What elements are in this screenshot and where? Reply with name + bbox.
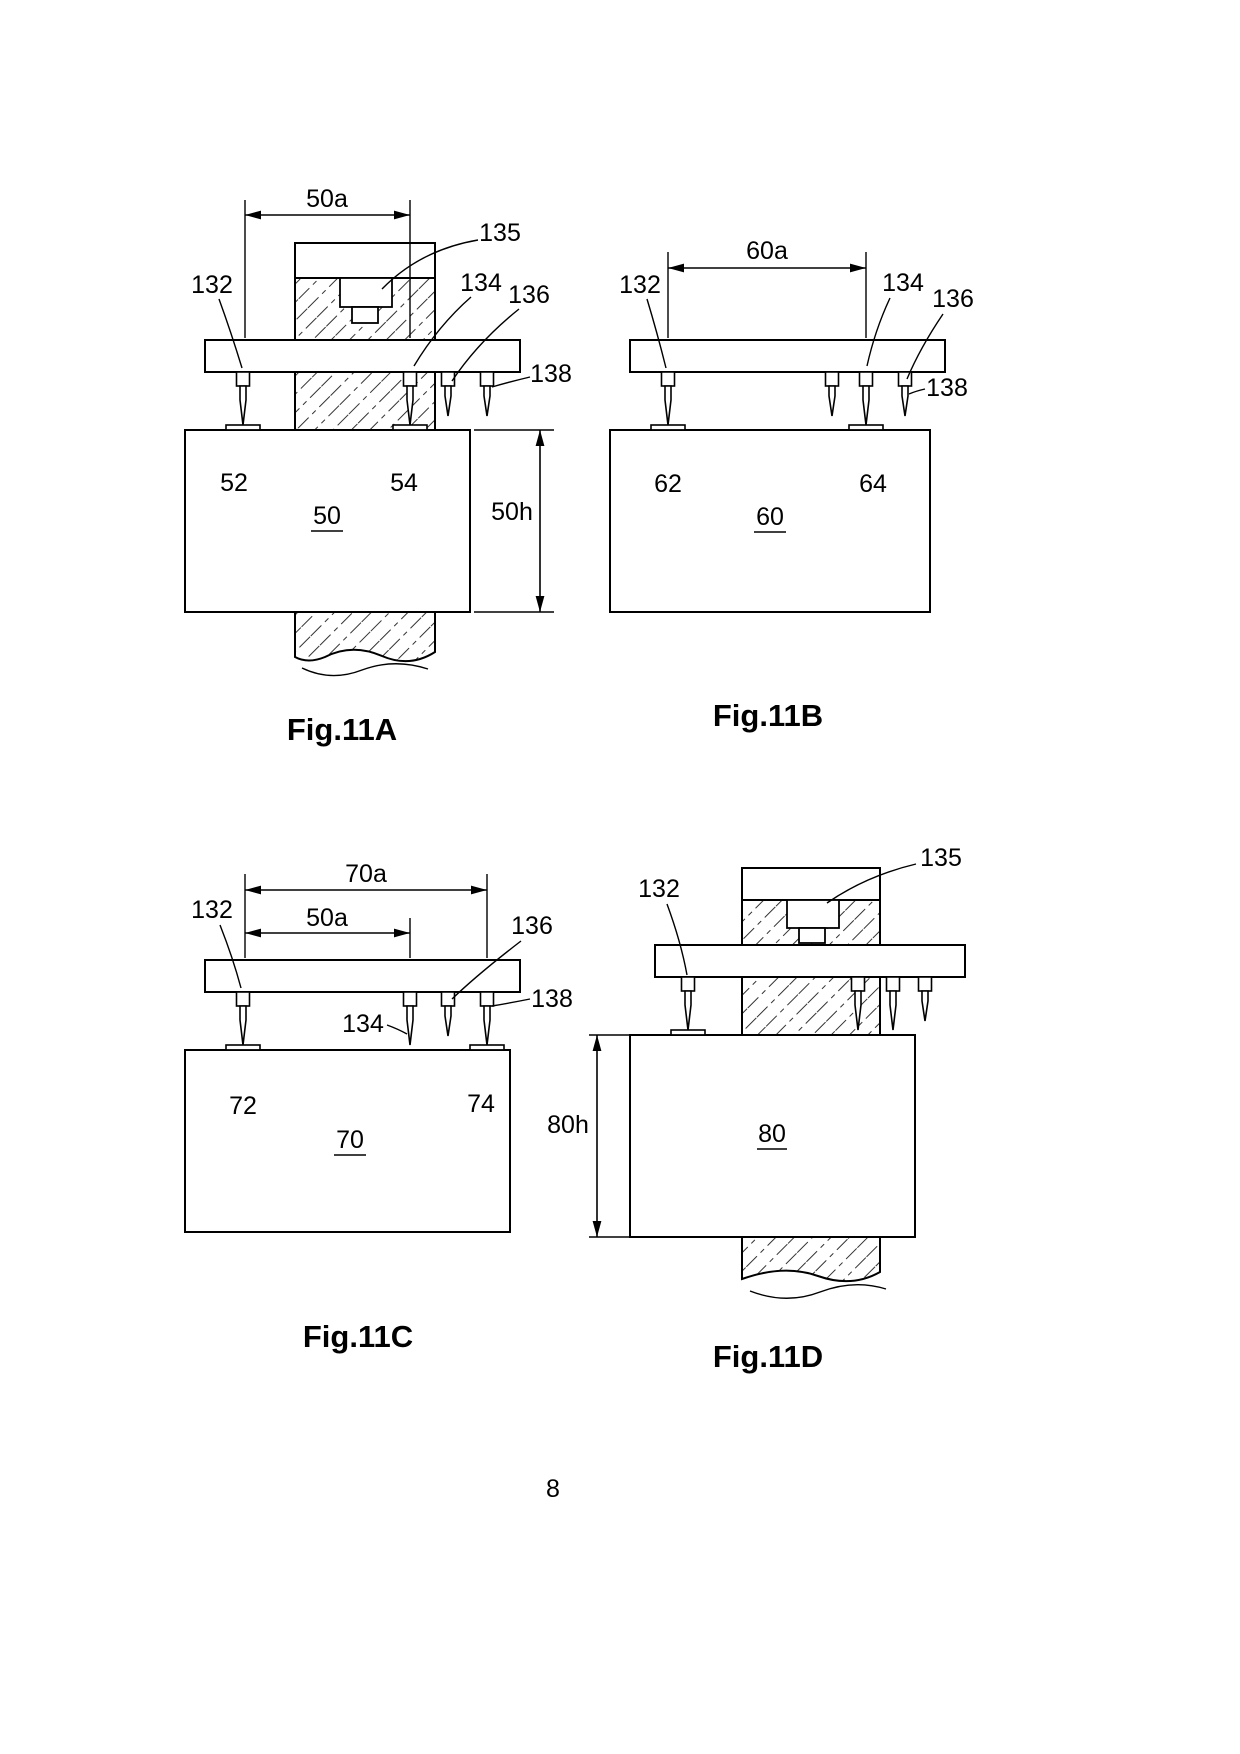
leader-line-132	[646, 298, 667, 369]
dimension-50a: 50a	[244, 185, 411, 338]
workpiece-block	[184, 1049, 511, 1233]
needle-pad-52	[221, 424, 265, 431]
ref-label-138: 138	[530, 360, 572, 388]
leader-line-138	[491, 998, 531, 1007]
leader-line-136	[451, 940, 522, 1000]
leader-line-136	[451, 308, 520, 382]
punch-head	[339, 277, 393, 308]
ref-label-132: 132	[191, 896, 233, 924]
ref-label-136: 136	[511, 912, 553, 940]
workpiece-block	[609, 429, 931, 613]
needle-holder-bar	[204, 339, 521, 373]
needle-138	[479, 371, 495, 417]
needle-holder-bar	[654, 944, 966, 978]
needle-132	[235, 371, 251, 426]
punch-head	[786, 899, 840, 929]
dimension-60a: 60a	[667, 237, 867, 338]
block-label-60: 60	[756, 503, 784, 531]
figure-11c: 70a 50a 132 136 138 134 72 74 70 Fig.11C	[184, 860, 573, 1354]
block-label-70: 70	[336, 1126, 364, 1154]
ref-label-134: 134	[460, 269, 502, 297]
column-top-cap	[741, 867, 881, 901]
leader-line-134	[866, 297, 891, 367]
needle-pad-64	[844, 424, 888, 431]
ref-label-64: 64	[859, 470, 887, 498]
block-label-50: 50	[313, 502, 341, 530]
ref-label-134: 134	[882, 269, 924, 297]
leader-line-138	[491, 376, 531, 388]
dim-label-70a: 70a	[345, 860, 387, 888]
needle-holder-bar	[629, 339, 946, 373]
punch-neck	[798, 927, 826, 944]
dim-label-50h: 50h	[491, 498, 533, 526]
needle-138	[479, 991, 495, 1046]
leader-line-134	[413, 296, 472, 367]
needle-134	[858, 371, 874, 426]
dim-label-80h: 80h	[547, 1111, 589, 1139]
needle-134	[402, 991, 418, 1046]
workpiece-block	[184, 429, 471, 613]
ref-label-138: 138	[531, 985, 573, 1013]
hatched-column-lower	[294, 611, 436, 663]
figure-11d: 80h 135 132 80 Fig.11D	[547, 844, 966, 1374]
dim-label-60a: 60a	[746, 237, 788, 265]
ref-label-135: 135	[479, 219, 521, 247]
dimension-50h: 50h	[474, 429, 554, 613]
tear-line	[749, 1283, 887, 1299]
needle-132	[660, 371, 676, 426]
dim-label-50a: 50a	[306, 904, 348, 932]
needle-right-2	[885, 976, 901, 1031]
leader-line-135	[381, 239, 479, 290]
dim-label-50a: 50a	[306, 185, 348, 213]
needle-pad-54	[388, 424, 432, 431]
figure-caption-11b: Fig.11B	[713, 698, 823, 733]
block-label-80: 80	[758, 1120, 786, 1148]
dimension-80h: 80h	[547, 1034, 634, 1238]
leader-line-132	[219, 924, 242, 989]
leader-line-136	[906, 313, 944, 380]
needle-136	[440, 371, 456, 417]
dimension-70a: 70a	[244, 860, 488, 958]
needle-pad-72	[221, 1044, 265, 1051]
ref-label-132: 132	[619, 271, 661, 299]
needle-pad-62	[646, 424, 690, 431]
leader-line-135	[826, 863, 917, 904]
ref-label-136: 136	[508, 281, 550, 309]
figure-caption-11c: Fig.11C	[303, 1319, 413, 1354]
workpiece-block	[629, 1034, 916, 1238]
ref-label-134: 134	[342, 1010, 384, 1038]
leader-line-132	[218, 298, 243, 369]
figure-11a: 50a 50h 135 132 134 136 138 52 54 50 Fig…	[184, 185, 572, 747]
needle-holder-bar	[204, 959, 521, 993]
leader-line-138	[908, 388, 926, 395]
ref-label-132: 132	[638, 875, 680, 903]
needle-132	[235, 991, 251, 1046]
ref-label-52: 52	[220, 469, 248, 497]
ref-label-62: 62	[654, 470, 682, 498]
ref-label-74: 74	[467, 1090, 495, 1118]
page-number: 8	[546, 1475, 560, 1503]
needle-right-3	[917, 976, 933, 1022]
leader-line-134	[386, 1024, 408, 1035]
dimension-50a: 50a	[245, 904, 411, 958]
needle-pad	[666, 1029, 710, 1036]
ref-label-138: 138	[926, 374, 968, 402]
figure-11b: 60a 132 134 136 138 62 64 60 Fig.11B	[609, 237, 974, 733]
ref-label-135: 135	[920, 844, 962, 872]
ref-label-72: 72	[229, 1092, 257, 1120]
leader-line-132	[666, 903, 688, 976]
hatched-column-lower	[741, 1236, 881, 1283]
needle-pad-74	[465, 1044, 509, 1051]
figure-caption-11d: Fig.11D	[713, 1339, 823, 1374]
column-top-cap	[294, 242, 436, 279]
punch-neck	[351, 306, 379, 324]
ref-label-136: 136	[932, 285, 974, 313]
needle-132	[680, 976, 696, 1031]
ref-label-54: 54	[390, 469, 418, 497]
needle-mid	[824, 371, 840, 417]
figure-caption-11a: Fig.11A	[287, 712, 397, 747]
ref-label-132: 132	[191, 271, 233, 299]
tear-line	[301, 663, 429, 677]
